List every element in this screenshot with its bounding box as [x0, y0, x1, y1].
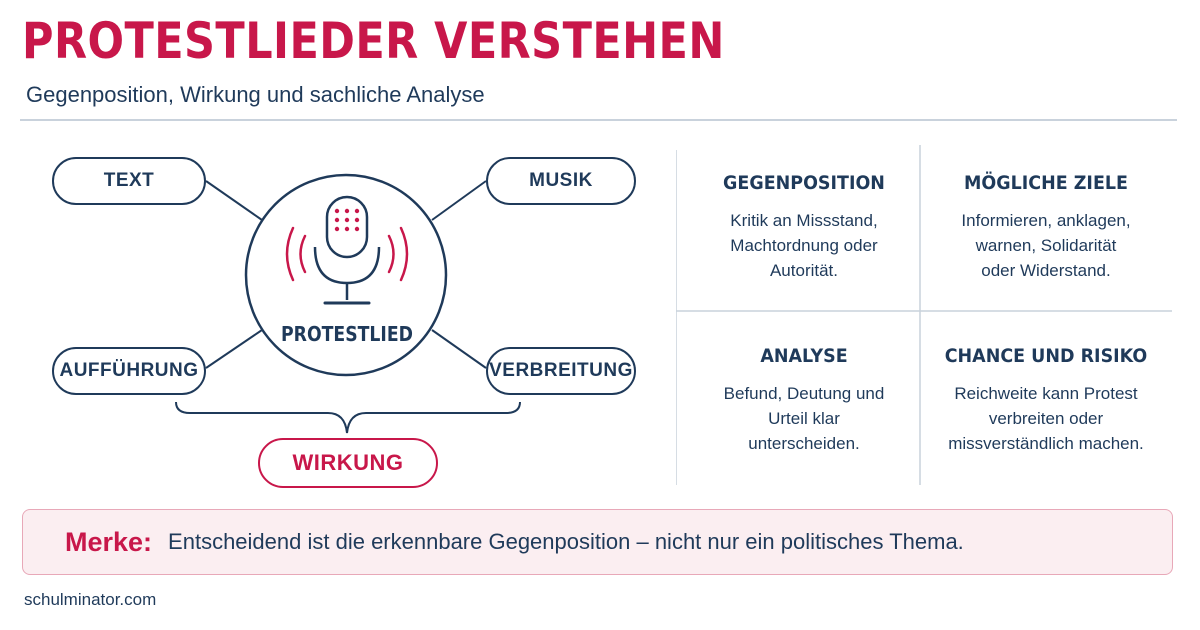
page-title: PROTESTLIEDER VERSTEHEN	[22, 12, 725, 70]
center-circle	[244, 173, 448, 377]
merke-text: Entscheidend ist die erkennbare Gegenpos…	[168, 529, 964, 554]
panel-text: Befund, Deutung und Urteil klar untersch…	[723, 384, 885, 453]
header-divider	[20, 119, 1177, 121]
connector-verbreitung	[431, 329, 487, 369]
panel-moegliche-ziele: MÖGLICHE ZIELE Informieren, anklagen, wa…	[922, 172, 1170, 283]
merke-box: Merke: Entscheidend ist die erkennbare G…	[22, 509, 1173, 575]
node-wirkung: WIRKUNG	[258, 438, 438, 488]
panel-text: Kritik an Missstand, Machtordnung oder A…	[730, 211, 878, 280]
node-verbreitung: VERBREITUNG	[486, 347, 636, 395]
panel-text: Reichweite kann Protest verbreiten oder …	[948, 384, 1144, 453]
microphone-icon	[313, 195, 381, 305]
node-text: TEXT	[52, 157, 206, 205]
footer-source: schulminator.com	[24, 590, 157, 609]
panel-heading: CHANCE UND RISIKO	[944, 345, 1148, 367]
panel-chance-und-risiko: CHANCE UND RISIKO Reichweite kann Protes…	[922, 345, 1170, 456]
grid-dividers	[676, 145, 1172, 485]
node-auffuehrung: AUFFÜHRUNG	[52, 347, 206, 395]
panel-heading: MÖGLICHE ZIELE	[964, 172, 1128, 194]
panel-heading: ANALYSE	[760, 345, 848, 367]
panel-gegenposition: GEGENPOSITION Kritik an Missstand, Macht…	[680, 172, 928, 283]
panel-heading: GEGENPOSITION	[723, 172, 885, 194]
center-label: PROTESTLIED	[281, 322, 413, 346]
connector-text	[205, 180, 263, 221]
connector-auffuehrung	[205, 329, 263, 369]
node-musik: MUSIK	[486, 157, 636, 205]
diagram-graphics: PROTESTLIED	[175, 173, 521, 434]
sound-waves-icon	[285, 226, 409, 282]
panel-text: Informieren, anklagen, warnen, Solidarit…	[961, 211, 1131, 280]
panel-analyse: ANALYSE Befund, Deutung und Urteil klar …	[680, 345, 928, 456]
page-subtitle: Gegenposition, Wirkung und sachliche Ana…	[26, 82, 485, 107]
merke-label: Merke:	[65, 526, 153, 557]
connector-musik	[431, 180, 487, 221]
brace	[175, 401, 521, 434]
